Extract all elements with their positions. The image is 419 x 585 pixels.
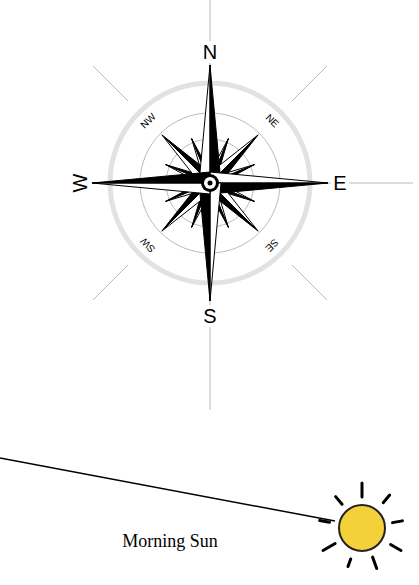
cardinal-label: S	[201, 305, 218, 327]
cardinal-label: E	[331, 172, 348, 194]
star-point-light	[92, 183, 210, 194]
sun-ray	[348, 559, 351, 567]
guide-line	[93, 66, 128, 101]
star-point-light	[199, 65, 210, 183]
center-hub	[204, 177, 216, 189]
guide-line	[93, 265, 128, 300]
star-point-dark	[210, 65, 221, 183]
sun-ray	[383, 495, 389, 503]
guide-line	[292, 66, 327, 101]
star-point-light	[210, 172, 328, 183]
star-point-light	[210, 183, 221, 301]
star-point-dark	[199, 183, 210, 301]
cardinal-label: W	[69, 172, 91, 195]
center-hub	[201, 174, 219, 192]
star-point-dark	[210, 183, 328, 194]
sun-ray	[391, 545, 401, 551]
leader-line	[0, 458, 335, 521]
compass-star	[92, 65, 328, 301]
sun-ray	[323, 544, 335, 551]
sun-ray	[361, 483, 364, 497]
sun-symbol	[320, 483, 403, 568]
guide-line	[292, 265, 327, 300]
center-hub	[208, 181, 213, 186]
cardinal-label: N	[201, 41, 219, 63]
sun-ray	[320, 521, 330, 523]
star-point-dark	[92, 172, 210, 183]
sun-ray	[373, 557, 377, 568]
sun-ray	[336, 497, 342, 505]
sun-disc	[339, 505, 385, 551]
sun-ray	[393, 521, 403, 523]
sun-label: Morning Sun	[120, 531, 220, 551]
